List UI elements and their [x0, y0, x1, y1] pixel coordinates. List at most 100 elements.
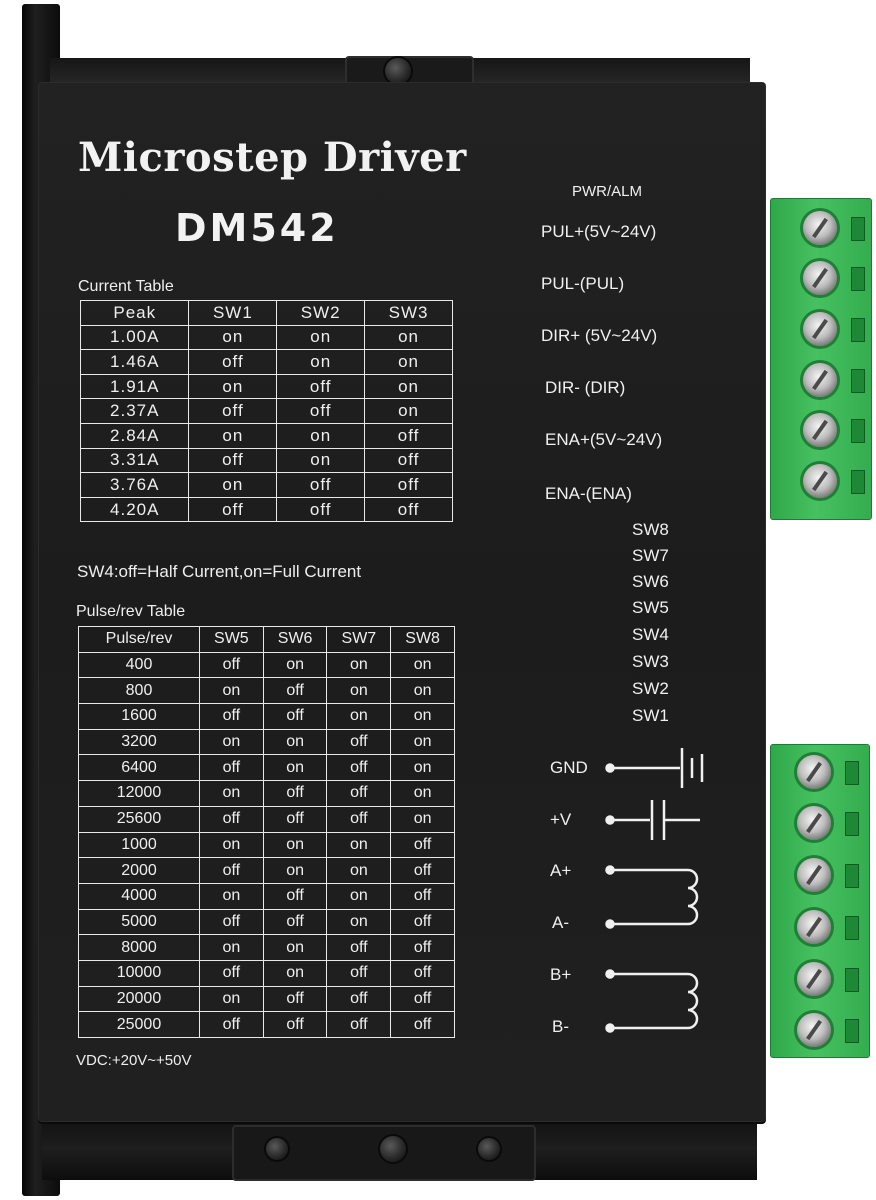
- terminal-slot: [845, 812, 859, 836]
- terminal-screw-ena-plus[interactable]: [803, 413, 837, 447]
- current-table-cell: off: [188, 496, 278, 523]
- pulse-table-cell: on: [326, 703, 392, 730]
- bottom-hole-right: [478, 1138, 500, 1160]
- terminal-screw-b-plus[interactable]: [797, 962, 831, 996]
- current-table-cell: 1.91A: [79, 373, 190, 400]
- pulse-table-cell: off: [262, 985, 328, 1013]
- pulse-table-cell: off: [390, 831, 455, 859]
- terminal-screw-pul-plus[interactable]: [803, 211, 837, 245]
- terminal-screw-a-minus[interactable]: [797, 910, 831, 944]
- pulse-table-cell: off: [262, 908, 328, 936]
- pulse-table-cell: on: [326, 857, 392, 884]
- terminal-slot: [851, 217, 865, 241]
- pulse-table-cell: off: [326, 934, 392, 961]
- pulse-table-cell: 1600: [78, 703, 200, 730]
- pulse-table-header-cell: SW6: [262, 626, 328, 653]
- pulse-table-cell: on: [390, 805, 455, 833]
- power-label-b-plus: B+: [550, 965, 572, 984]
- pulse-table-cell: on: [390, 677, 455, 705]
- terminal-screw-a-plus[interactable]: [797, 858, 831, 892]
- pulse-table-cell: on: [262, 651, 328, 679]
- pulse-table-cell: off: [262, 780, 328, 807]
- terminal-slot: [851, 369, 865, 393]
- current-table-cell: off: [188, 398, 278, 424]
- pulse-table-cell: off: [326, 805, 392, 833]
- current-table-cell: off: [188, 447, 278, 474]
- current-table-cell: off: [276, 373, 366, 400]
- pulse-table-cell: off: [390, 985, 455, 1013]
- current-table-cell: 3.31A: [79, 447, 190, 474]
- pulse-table-cell: off: [390, 1011, 455, 1038]
- terminal-screw-dir-plus[interactable]: [803, 312, 837, 346]
- bottom-hole-left: [266, 1138, 288, 1160]
- current-table-cell: on: [364, 349, 453, 375]
- vdc-rating: VDC:+20V~+50V: [76, 1052, 192, 1069]
- pulse-table-cell: 25600: [78, 805, 200, 833]
- pulse-table-cell: off: [390, 959, 455, 987]
- pulse-table-cell: on: [390, 780, 455, 807]
- current-table-cell: 4.20A: [79, 496, 190, 523]
- pulse-table-cell: on: [326, 831, 392, 859]
- pulse-table-cell: on: [198, 882, 264, 910]
- terminal-slot: [845, 864, 859, 888]
- pulse-table-cell: on: [198, 677, 264, 705]
- current-table-cell: off: [188, 349, 278, 375]
- pulse-table-cell: 6400: [78, 754, 200, 782]
- pulse-table-cell: 800: [78, 677, 200, 705]
- sw4-note: SW4:off=Half Current,on=Full Current: [77, 562, 362, 581]
- terminal-screw-dir-minus[interactable]: [803, 363, 837, 397]
- pulse-table-cell: on: [198, 780, 264, 807]
- terminal-slot: [845, 916, 859, 940]
- current-table-cell: 1.46A: [79, 349, 190, 375]
- pulse-table-cell: on: [390, 754, 455, 782]
- terminal-screw-ena-minus[interactable]: [803, 464, 837, 498]
- signal-label-pul-plus: PUL+(5V~24V): [541, 222, 657, 241]
- signal-label-ena-minus: ENA-(ENA): [545, 484, 632, 503]
- pulse-table-cell: off: [326, 985, 392, 1013]
- terminal-slot: [845, 1019, 859, 1043]
- dip-label-sw3: SW3: [632, 652, 669, 671]
- pulse-table-cell: on: [390, 703, 455, 730]
- dip-label-sw7: SW7: [632, 546, 669, 565]
- a-coil: [687, 868, 699, 926]
- terminal-screw-pul-minus[interactable]: [803, 261, 837, 295]
- current-table-cell: 2.84A: [79, 422, 190, 449]
- signal-label-dir-minus: DIR- (DIR): [545, 378, 626, 397]
- current-table-cell: off: [364, 422, 453, 449]
- terminal-screw-vplus[interactable]: [797, 806, 831, 840]
- current-table-cell: 3.76A: [79, 472, 190, 498]
- current-table-cell: off: [276, 496, 366, 523]
- current-table-cell: on: [276, 349, 366, 375]
- current-table-caption: Current Table: [78, 278, 174, 295]
- pulse-table-cell: on: [326, 651, 392, 679]
- terminal-screw-gnd[interactable]: [797, 755, 831, 789]
- current-table-cell: 2.37A: [79, 398, 190, 424]
- pulse-table-cell: on: [262, 831, 328, 859]
- pulse-table-cell: off: [198, 857, 264, 884]
- pulse-table-cell: 1000: [78, 831, 200, 859]
- terminal-screw-b-minus[interactable]: [797, 1013, 831, 1047]
- current-table-cell: on: [276, 422, 366, 449]
- pulse-table-cell: off: [198, 1011, 264, 1038]
- pulse-table-cell: off: [262, 677, 328, 705]
- power-label-b-minus: B-: [552, 1017, 569, 1036]
- current-table-cell: on: [188, 472, 278, 498]
- current-table-cell: 1.00A: [79, 324, 190, 351]
- current-table-cell: on: [364, 324, 453, 351]
